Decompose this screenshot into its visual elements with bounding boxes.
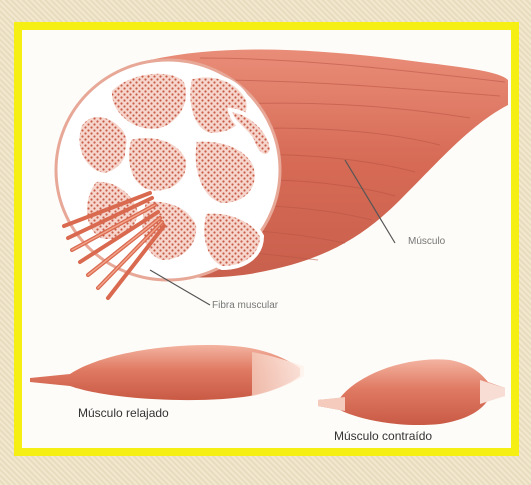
contracted-muscle <box>318 359 505 425</box>
label-relaxed-muscle: Músculo relajado <box>78 406 169 420</box>
label-contracted-muscle: Músculo contraído <box>334 429 432 443</box>
label-muscle: Músculo <box>408 236 445 247</box>
relaxed-muscle <box>30 345 304 400</box>
label-muscle-fiber: Fibra muscular <box>212 300 278 311</box>
